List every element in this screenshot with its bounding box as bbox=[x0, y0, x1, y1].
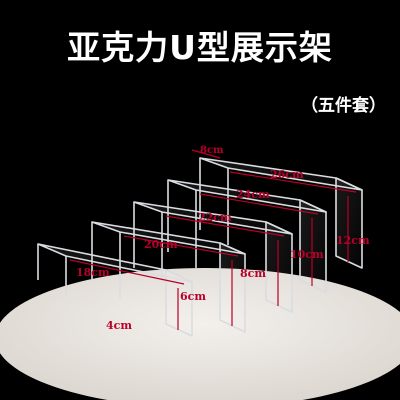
stand1-height-label: 4cm bbox=[106, 319, 132, 332]
product-title: 亚克力U型展示架 bbox=[67, 28, 333, 67]
stand3-length-label: 22cm bbox=[198, 211, 232, 224]
depth-label: 8cm bbox=[200, 145, 224, 156]
length-dimension-line-3 bbox=[165, 215, 285, 237]
stand5-length-label: 26cm bbox=[270, 168, 304, 181]
depth-dimension-line bbox=[191, 149, 221, 159]
display-turntable bbox=[0, 268, 400, 400]
acrylic-stand-5 bbox=[199, 157, 363, 269]
length-dimension-line-1 bbox=[69, 259, 185, 285]
stand4-length-label: 24cm bbox=[236, 188, 270, 201]
stand4-height-label: 10cm bbox=[290, 248, 324, 261]
stand3-height-label: 8cm bbox=[240, 267, 266, 280]
stand1-length-label: 18cm bbox=[76, 266, 110, 279]
length-dimension-line-2 bbox=[123, 235, 239, 257]
set-count-label: （五件套） bbox=[301, 96, 386, 116]
stand2-length-label: 20cm bbox=[144, 238, 178, 251]
stand5-height-label: 12cm bbox=[336, 234, 370, 247]
acrylic-stand-1 bbox=[37, 243, 193, 337]
length-dimension-line-4 bbox=[199, 193, 319, 215]
stand2-height-label: 6cm bbox=[180, 290, 206, 303]
length-dimension-line-5 bbox=[229, 171, 357, 193]
